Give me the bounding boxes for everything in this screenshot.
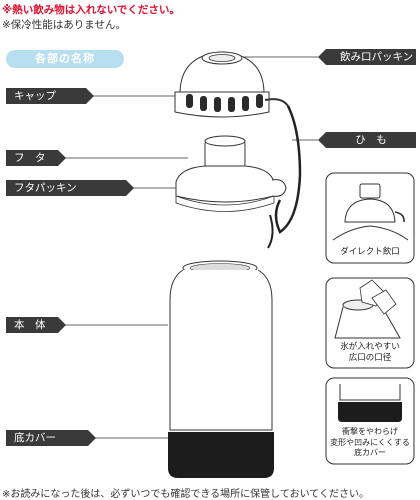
label-strap: ひ も xyxy=(318,132,416,148)
feature-caption-cover-line2: 変形や凹みにくくする xyxy=(330,437,410,447)
bottle-body-illustration xyxy=(168,260,274,478)
feature-box-direct-spout xyxy=(325,172,415,264)
feature-box-bottom-cover xyxy=(325,377,415,465)
label-lid: フ タ xyxy=(6,150,66,166)
feature-caption-wide-mouth-line2: 広口の口径 xyxy=(348,353,392,363)
feature-box-wide-mouth xyxy=(325,277,415,369)
label-body: 本 体 xyxy=(6,317,66,333)
lid-illustration xyxy=(175,135,287,212)
feature-caption-direct-spout: ダイレクト飲口 xyxy=(340,247,400,257)
feature-caption-wide-mouth: 氷が入れやすい 広口の口径 xyxy=(326,342,414,364)
cap-illustration xyxy=(174,51,291,118)
label-lid-packing: フタパッキン xyxy=(6,180,134,196)
feature-caption-wide-mouth-line1: 氷が入れやすい xyxy=(340,342,400,352)
feature-caption-cover-line1: 衝撃をやわらげ xyxy=(342,427,398,436)
label-bottom-cover: 底カバー xyxy=(6,430,96,446)
section-title: 各部の名称 xyxy=(6,50,124,68)
feature-caption-cover-line3: 底カバー xyxy=(354,448,386,457)
no-insulation-note: ※保冷性能はありません。 xyxy=(2,19,126,31)
hot-drink-warning: ※熱い飲み物は入れないでください。 xyxy=(2,4,180,16)
label-cap: キャップ xyxy=(6,88,94,104)
footer-note: ※お読みになった後は、必ずいつでも確認できる場所に保管しておいてください。 xyxy=(2,489,369,500)
feature-caption-bottom-cover: 衝撃をやわらげ 変形や凹みにくくする 底カバー xyxy=(326,427,414,459)
label-spout-packing: 飲み口パッキン xyxy=(318,49,416,65)
